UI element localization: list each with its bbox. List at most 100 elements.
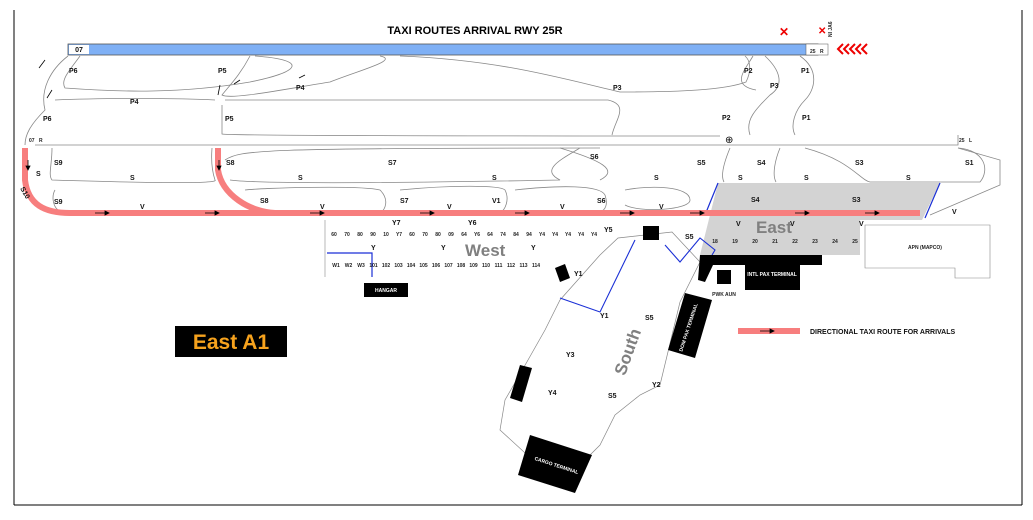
stand-label: 113	[519, 263, 527, 269]
intl-pax-terminal	[698, 255, 822, 290]
stand-label: 23	[812, 239, 818, 245]
taxiway-label: P6	[69, 68, 78, 75]
stand-label: Y6	[474, 232, 480, 238]
taxiway-label: V	[859, 221, 864, 228]
taxiway-label: S5	[608, 393, 617, 400]
taxiway-label: Y7	[392, 220, 401, 227]
taxiway-label: S	[906, 175, 911, 182]
runway-label: L	[969, 138, 972, 144]
runway-end-letter: R	[820, 49, 824, 55]
taxiway-label: S9	[54, 199, 63, 206]
runway-end-label: 07	[75, 47, 83, 54]
taxiway-label: V	[790, 221, 795, 228]
intl-terminal-label: INTL PAX TERMINAL	[747, 272, 797, 278]
taxiway-label: S	[738, 175, 743, 182]
chart-title: TAXI ROUTES ARRIVAL RWY 25R	[387, 25, 562, 37]
taxiway-label: S6	[597, 198, 606, 205]
taxiway-label: Y5	[604, 227, 613, 234]
stand-label: 103	[394, 263, 403, 269]
taxiway-label: P3	[770, 83, 779, 90]
stand-label: 60	[409, 232, 415, 238]
stand-label: 74	[500, 232, 506, 238]
stand-label: W1	[332, 263, 340, 269]
taxiway-label: P5	[225, 116, 234, 123]
stand-label: 20	[752, 239, 758, 245]
taxiway-label: S6	[590, 154, 599, 161]
stand-label: 18	[712, 239, 718, 245]
stand-label: 19	[732, 239, 738, 245]
taxiway-label: Y2	[652, 382, 661, 389]
taxiway-label: S	[654, 175, 659, 182]
closed-marker-icon: ✕	[779, 25, 789, 39]
taxiway-label: S3	[852, 197, 861, 204]
stand-label: 109	[469, 263, 478, 269]
stand-label: 101	[369, 263, 378, 269]
apron-boundary	[559, 239, 636, 313]
taxiway-label: S5	[685, 234, 694, 241]
taxiway-label: S1	[965, 160, 974, 167]
hangar-building	[364, 283, 408, 297]
arrow-icon	[760, 328, 775, 334]
chart-name-box	[175, 326, 287, 357]
chart-name: East A1	[193, 331, 270, 354]
stand-label: Y4	[552, 232, 558, 238]
runway-side-label: NI JA6	[828, 21, 834, 37]
closed-marker-icon: ✕	[818, 26, 826, 37]
approach-chevrons	[836, 43, 868, 55]
stand-label: 70	[344, 232, 350, 238]
pwk-label: PWK AUN	[712, 292, 736, 298]
taxiway-label: S5	[697, 160, 706, 167]
taxiway-label: S4	[751, 197, 760, 204]
building	[555, 264, 570, 282]
taxiway-label: Y4	[548, 390, 557, 397]
taxiway-label: P2	[722, 115, 731, 122]
runway-25r	[67, 43, 819, 56]
taxiway-labels: P6 P6 P5 P5 P4 P4 P3 P3 P2 P2 P1 P1 25 L…	[18, 68, 973, 400]
taxiway-label: V	[659, 204, 664, 211]
taxiway-label: Y1	[600, 313, 609, 320]
taxiway-label: V	[140, 204, 145, 211]
dom-pax-terminal	[668, 293, 712, 358]
runway-label: R	[39, 138, 43, 144]
taxiway-label: Y1	[574, 271, 583, 278]
legend: DIRECTIONAL TAXI ROUTE FOR ARRIVALS	[738, 328, 956, 336]
stand-label: 94	[526, 232, 532, 238]
stand-label: 114	[532, 263, 540, 269]
taxiway-label: V	[736, 221, 741, 228]
cargo-terminal	[518, 435, 592, 493]
stand-label: 60	[331, 232, 337, 238]
runway-end-number: 25	[810, 49, 816, 55]
stand-label: 112	[507, 263, 515, 269]
taxiway-label: Y6	[468, 220, 477, 227]
stand-label: 106	[432, 263, 441, 269]
runway-label: 07	[29, 138, 35, 144]
west-apron	[324, 220, 373, 277]
apn-label: APN (MAPCO)	[908, 245, 942, 251]
taxiway-label: S3	[855, 160, 864, 167]
stand-label: 09	[448, 232, 454, 238]
stand-label: Y7	[396, 232, 402, 238]
taxiway-label: Y3	[566, 352, 575, 359]
taxiway-label: S	[130, 175, 135, 182]
stand-label: 64	[487, 232, 493, 238]
area-label-west: West	[465, 241, 506, 260]
taxiway-label: S5	[645, 315, 654, 322]
stand-label: 10	[383, 232, 389, 238]
taxiway-label: S	[36, 171, 41, 178]
building	[643, 226, 659, 240]
stand-label: 107	[444, 263, 453, 269]
area-label-east: East	[756, 218, 792, 237]
building	[510, 365, 532, 402]
taxiway-label: S	[804, 175, 809, 182]
stand-label: W2	[345, 263, 353, 269]
arrival-taxi-route	[22, 59, 920, 216]
taxiway-label: S7	[388, 160, 397, 167]
stand-label: 111	[495, 263, 503, 269]
stand-label: 84	[513, 232, 519, 238]
legend-route-label: DIRECTIONAL TAXI ROUTE FOR ARRIVALS	[810, 329, 956, 336]
taxiway-label: V1	[492, 198, 501, 205]
stand-label: 105	[419, 263, 428, 269]
taxiway-label: P1	[802, 115, 811, 122]
